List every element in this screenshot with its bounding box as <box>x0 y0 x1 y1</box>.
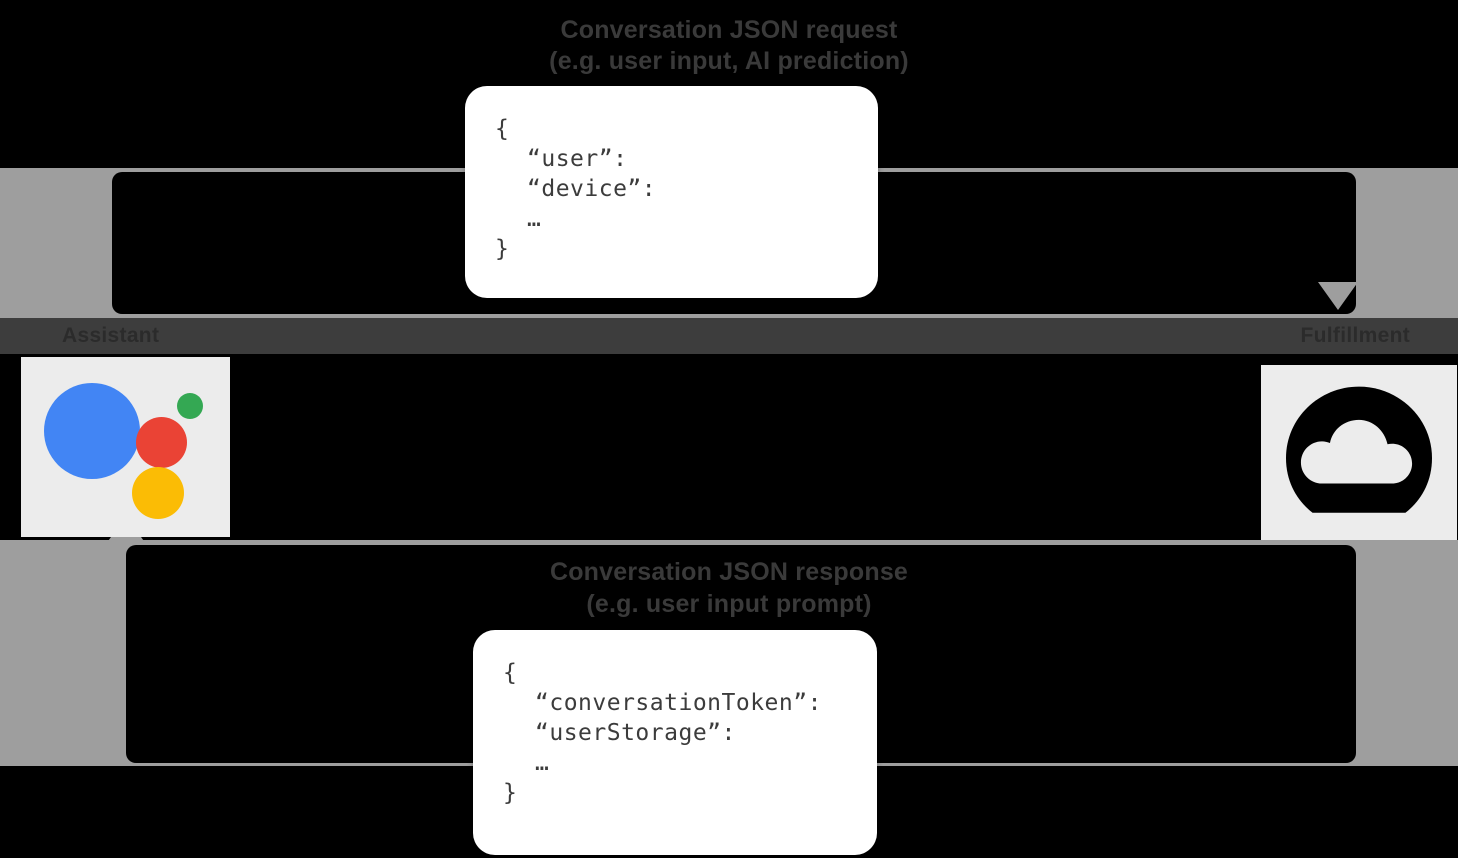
json-close-brace: } <box>503 780 518 806</box>
response-caption-subtitle: (e.g. user input prompt) <box>586 590 872 618</box>
cloud-icon <box>1286 386 1432 513</box>
json-open-brace: { <box>503 660 518 686</box>
json-key: “user”: <box>527 146 628 172</box>
center-strip <box>0 354 1458 540</box>
assistant-dot-yellow-icon <box>131 467 184 519</box>
assistant-dot-green-icon <box>176 393 203 419</box>
google-assistant-icon <box>36 367 216 527</box>
response-caption-title: Conversation JSON response <box>549 558 909 586</box>
actor-label-assistant: Assistant <box>62 324 160 347</box>
json-key: “conversationToken”: <box>535 690 822 716</box>
request-caption-title: Conversation JSON request <box>560 16 898 44</box>
request-json-card: { “user”: “device”: … } <box>465 86 878 298</box>
json-key: “device”: <box>527 176 657 202</box>
json-ellipsis: … <box>527 206 541 232</box>
assistant-dot-red-icon <box>135 417 187 468</box>
actor-label-fulfillment: Fulfillment <box>1300 324 1410 347</box>
request-caption-subtitle: (e.g. user input, AI prediction) <box>549 47 909 75</box>
assistant-icon-tile <box>21 357 230 537</box>
json-close-brace: } <box>495 236 510 262</box>
fulfillment-icon-tile <box>1261 365 1457 540</box>
json-ellipsis: … <box>535 750 549 776</box>
request-arrowhead-icon <box>1318 282 1358 310</box>
json-key: “userStorage”: <box>535 720 736 746</box>
assistant-dot-blue-icon <box>43 383 140 479</box>
json-open-brace: { <box>495 116 510 142</box>
response-json-card: { “conversationToken”: “userStorage”: … … <box>473 630 877 855</box>
actor-lane <box>0 318 1458 354</box>
